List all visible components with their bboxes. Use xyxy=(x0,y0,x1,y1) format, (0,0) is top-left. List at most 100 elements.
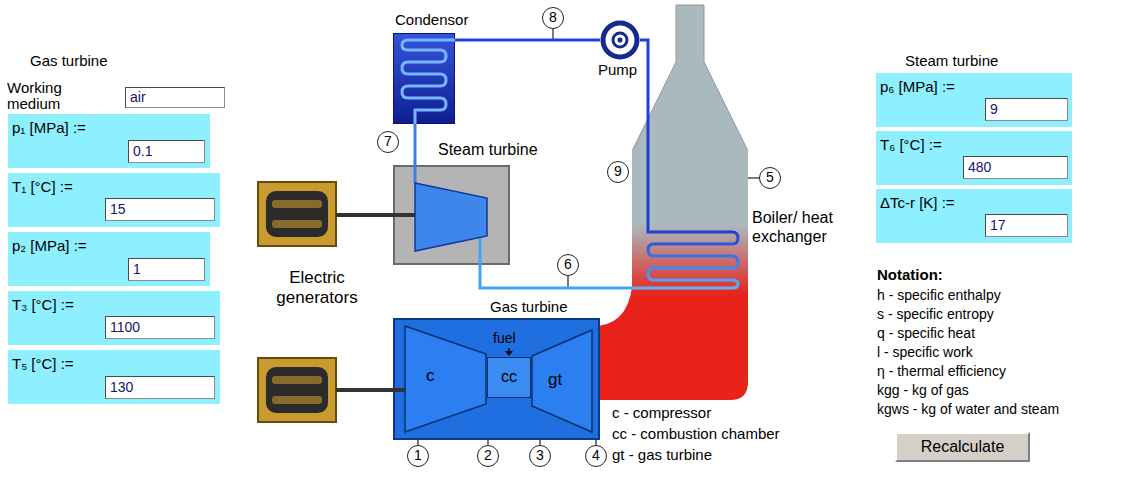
callout-number: 9 xyxy=(607,161,629,183)
callout-number: 5 xyxy=(759,167,781,189)
fuel-arrowhead xyxy=(505,351,513,356)
callout-number: 3 xyxy=(529,445,551,467)
shaft xyxy=(393,388,405,392)
component-name: Steam turbine xyxy=(438,140,551,159)
component-letter: gt xyxy=(548,370,608,390)
parameter-name: T₅ [°C] := xyxy=(12,355,224,373)
steam-pipe xyxy=(414,124,417,165)
parameter-box: p₂ [MPa] :=1 xyxy=(8,232,210,286)
compressor-symbol xyxy=(405,326,486,432)
boiler-shape: Boiler/ heat exchanger xyxy=(632,150,748,400)
parameter-box: ΔTc-r [K] :=17 xyxy=(876,189,1072,243)
panel-heading: Steam turbine xyxy=(905,52,998,70)
callout-stem xyxy=(567,276,568,288)
callout-number: 6 xyxy=(557,254,579,276)
callout-number: 4 xyxy=(585,445,607,467)
component-name: Gas turbine xyxy=(490,298,693,316)
drawing-part xyxy=(266,367,328,413)
input-field: 17 xyxy=(985,214,1068,237)
parameter-name: p₁ [MPa] := xyxy=(12,119,214,137)
input-value: 1100 xyxy=(110,317,218,338)
legend-text: c - compressor xyxy=(612,404,711,422)
notation-line: h - specific enthalpy xyxy=(877,287,1001,304)
legend-text: cc - combustion chamber xyxy=(612,425,780,443)
boiler-body xyxy=(632,150,748,400)
condenser-coil xyxy=(402,40,455,124)
drawing-part xyxy=(272,376,322,384)
notation-line: kgws - kg of water and steam xyxy=(877,401,1059,418)
parameter-box: T₃ [°C] :=1100 xyxy=(8,291,220,345)
panel-heading: Gas turbine xyxy=(30,52,108,70)
steam-turbine-box: Steam turbine xyxy=(393,165,510,265)
parameter-box: T₅ [°C] :=130 xyxy=(8,350,220,404)
parameter-box: T₆ [°C] :=480 xyxy=(876,131,1072,185)
notation-line: q - specific heat xyxy=(877,325,975,342)
generator-symbol xyxy=(258,358,336,422)
callout-stem xyxy=(552,29,553,40)
shaft xyxy=(336,388,396,392)
pump-impeller xyxy=(613,33,627,47)
drawing-part xyxy=(272,220,322,228)
input-value: 9 xyxy=(990,99,1071,120)
part-name: Electric generators xyxy=(250,268,384,308)
notation-line: η - thermal efficiency xyxy=(877,363,1006,380)
notation-line: kgg - kg of gas xyxy=(877,382,969,399)
field-label: Working medium xyxy=(7,80,73,112)
callout-number: 7 xyxy=(377,131,399,153)
notation-line: s - specific entropy xyxy=(877,306,994,323)
input-field: 480 xyxy=(963,156,1068,179)
pump-hub xyxy=(618,38,623,43)
input-value: 17 xyxy=(990,215,1071,236)
callout-text: 4 xyxy=(586,446,606,465)
node-shape xyxy=(632,150,748,400)
input-field: 15 xyxy=(105,198,215,221)
input-field: air xyxy=(125,87,225,108)
component-name: Condensor xyxy=(395,11,455,29)
parameter-name: T₆ [°C] := xyxy=(880,136,1076,154)
compressor-shape: c xyxy=(405,326,486,432)
pump-box: Pump xyxy=(600,20,640,60)
parameter-box: p₁ [MPa] :=0.1 xyxy=(8,114,210,168)
combustion-chamber-box: cc xyxy=(487,357,531,398)
input-value: 480 xyxy=(968,157,1071,178)
callout-number: 2 xyxy=(477,445,499,467)
node-shape xyxy=(600,20,640,60)
input-value: air xyxy=(130,88,228,107)
heat-exchanger-coil xyxy=(632,150,738,288)
chimney-stack xyxy=(632,5,748,151)
drawing-part xyxy=(258,358,336,422)
input-field: 130 xyxy=(105,376,215,399)
shaft xyxy=(336,213,396,217)
input-field: 1 xyxy=(128,258,205,281)
condenser-box: Condensor xyxy=(393,33,455,124)
legend-text: gt - gas turbine xyxy=(612,446,712,464)
input-value: 0.1 xyxy=(133,141,208,162)
drawing-part xyxy=(258,182,336,246)
callout-text: 7 xyxy=(378,132,398,151)
callout-text: 1 xyxy=(408,446,428,465)
parameter-name: ΔTc-r [K] := xyxy=(880,194,1076,212)
turbine-shape: gt xyxy=(532,330,592,432)
input-field: 1100 xyxy=(105,316,215,339)
parameter-name: T₁ [°C] := xyxy=(12,178,224,196)
drawing-part xyxy=(266,191,328,237)
node-shape xyxy=(394,34,456,125)
exhaust-duct xyxy=(598,272,633,400)
steam-pipe xyxy=(480,265,632,288)
callout-text: 2 xyxy=(478,446,498,465)
button-text: Recalculate xyxy=(897,434,1028,460)
callout-text: 3 xyxy=(530,446,550,465)
water-pipe xyxy=(640,40,648,150)
generator-symbol xyxy=(258,182,336,246)
water-pipe xyxy=(455,39,600,42)
parameter-box: T₁ [°C] :=15 xyxy=(8,173,220,227)
component-letter: cc xyxy=(488,358,530,396)
parameter-box: p₆ [MPa] :=9 xyxy=(876,73,1072,127)
parameter-name: T₃ [°C] := xyxy=(12,296,224,314)
parameter-name: p₂ [MPa] := xyxy=(12,237,214,255)
input-value: 15 xyxy=(110,199,218,220)
notation-heading: Notation: xyxy=(877,266,943,284)
node-shape xyxy=(395,167,512,267)
steam-pipe xyxy=(479,237,482,265)
input-field: 9 xyxy=(985,98,1068,121)
